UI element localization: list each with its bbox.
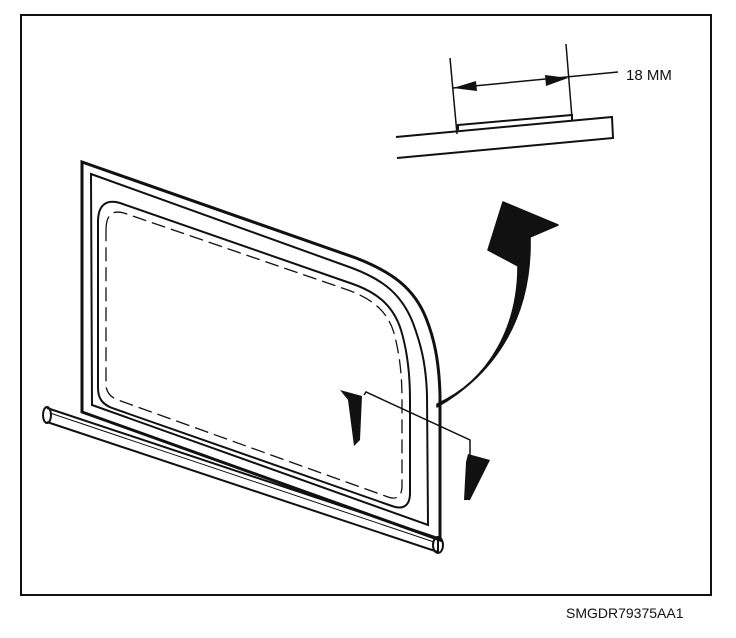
molding-strip-body [46, 407, 439, 554]
figure-frame [20, 14, 712, 596]
curved-callout-arrow [436, 201, 559, 408]
molding-detail: 18 MM [395, 43, 672, 159]
window-frame-inner [89, 172, 430, 527]
extension-line-right [565, 43, 573, 119]
section-cut-line [363, 391, 471, 460]
view-arrow-left [340, 390, 362, 446]
molding-strip-end-left [42, 406, 52, 424]
body-edge [395, 115, 615, 159]
extension-line-left [449, 57, 458, 135]
view-arrow-right [464, 454, 490, 500]
molding-strip [42, 406, 444, 554]
window-panel [80, 159, 442, 543]
glass-opening [97, 200, 411, 509]
dimension-arrowhead-right [545, 75, 568, 86]
dimension-line [452, 71, 619, 89]
dimension-arrowhead-left [453, 81, 477, 91]
figure-code: SMGDR79375AA1 [566, 605, 684, 621]
adhesive-bead-dashed [105, 211, 403, 499]
dimension-label: 18 MM [626, 67, 672, 84]
molding-strip-end-right [432, 536, 444, 554]
section-cut [340, 390, 490, 500]
window-frame-outer [80, 159, 442, 543]
molding-strip-inner-line [49, 412, 435, 543]
